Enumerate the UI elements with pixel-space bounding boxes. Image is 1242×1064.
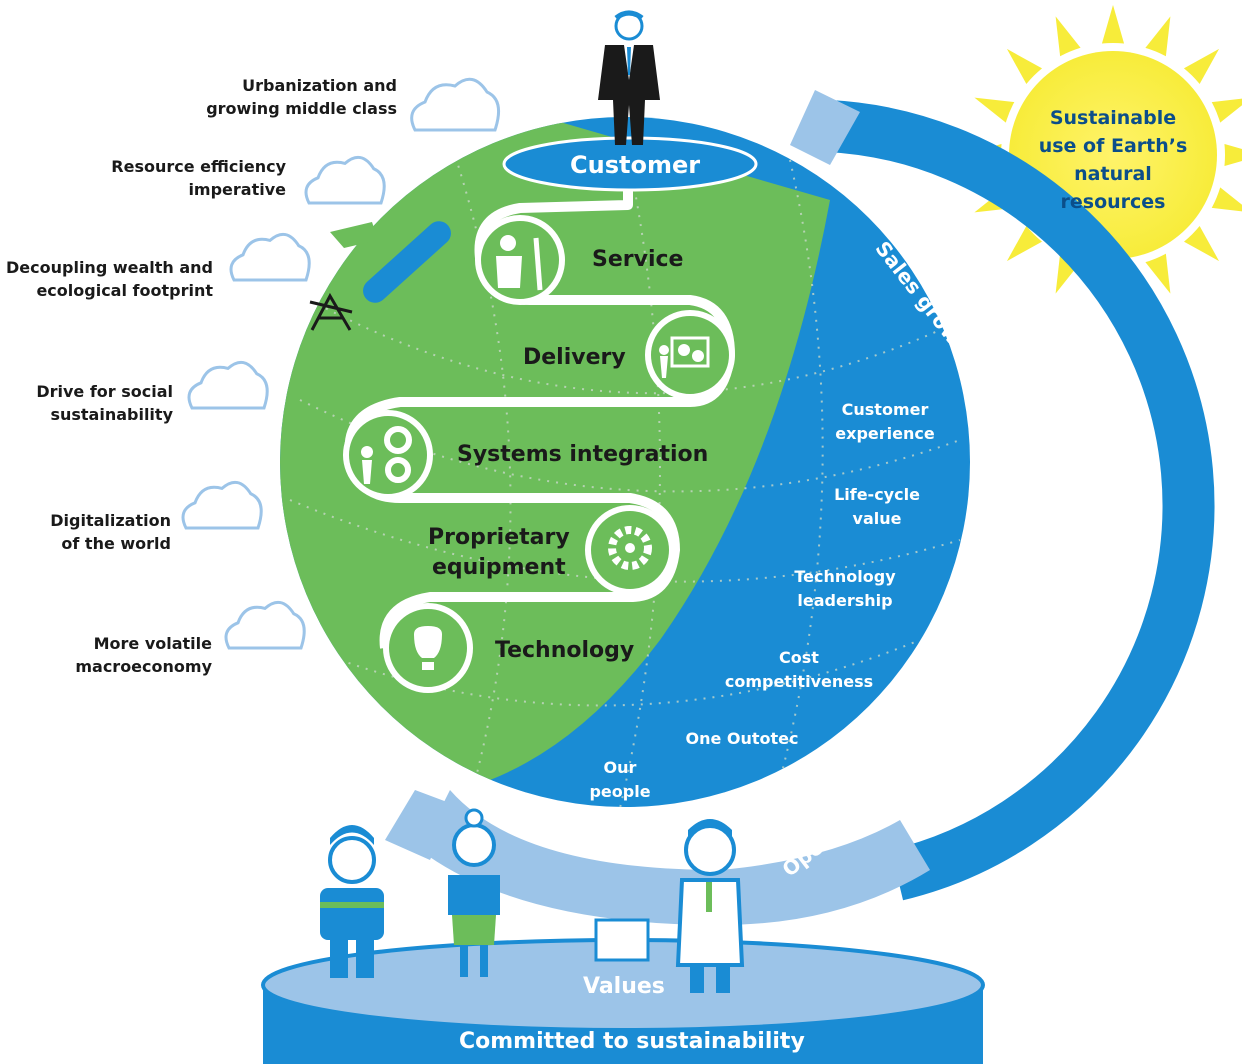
capability-technology-leadership: Technology leadership (794, 567, 896, 610)
sun-text: Sustainable use of Earth’s natural resou… (1038, 107, 1188, 213)
capability-life-cycle-value: Life-cycle value (834, 485, 920, 528)
delivery-gears-icon (645, 310, 735, 400)
step-proprietary-equipment: Proprietary equipment (428, 525, 570, 580)
commitment-label: Committed to sustainability (459, 1029, 805, 1054)
step-delivery: Delivery (523, 345, 626, 370)
ship-icon (330, 221, 451, 303)
person-icon (675, 819, 745, 993)
power-pylon-icon (309, 292, 353, 331)
proprietary-gear-icon (585, 505, 675, 595)
cloud-icon (410, 77, 501, 132)
businessman-icon (598, 10, 660, 145)
step-technology: Technology (495, 638, 635, 663)
systems-gears-icon (343, 410, 433, 500)
step-systems-integration: Systems integration (457, 442, 709, 467)
cloud-icon (229, 232, 311, 282)
capability-our-people: Our people (589, 758, 651, 801)
step-service: Service (592, 247, 684, 272)
trend-urbanization: Urbanization and growing middle class (206, 76, 397, 118)
capability-cost-competitiveness: Cost competitiveness (724, 648, 874, 691)
trend-social-sustainability: Drive for social sustainability (36, 382, 173, 424)
inner-ring (420, 790, 930, 925)
cloud-icon (187, 360, 269, 410)
service-worker-icon (475, 215, 565, 305)
outcomes-ring (790, 90, 1215, 901)
outcome-service-growth: Service growth (988, 434, 1012, 606)
trend-macroeconomy: More volatile macroeconomy (75, 634, 212, 676)
cloud-icon (304, 155, 386, 205)
technology-bulb-icon (383, 603, 473, 693)
base-platform (261, 918, 985, 1064)
customer-label: Customer (570, 151, 701, 179)
capability-one-outotec: One Outotec (685, 729, 799, 748)
cloud-icon (181, 480, 263, 530)
capability-customer-experience: Customer experience (835, 400, 935, 443)
cloud-icon (224, 600, 306, 650)
trend-resource-efficiency: Resource efficiency imperative (111, 157, 286, 199)
ring-arrow-head (385, 790, 455, 860)
values-label: Values (583, 974, 665, 999)
person-icon (448, 808, 500, 977)
trend-decoupling: Decoupling wealth and ecological footpri… (6, 258, 213, 300)
trend-digitalization: Digitalization of the world (50, 511, 171, 553)
person-icon (320, 825, 384, 978)
